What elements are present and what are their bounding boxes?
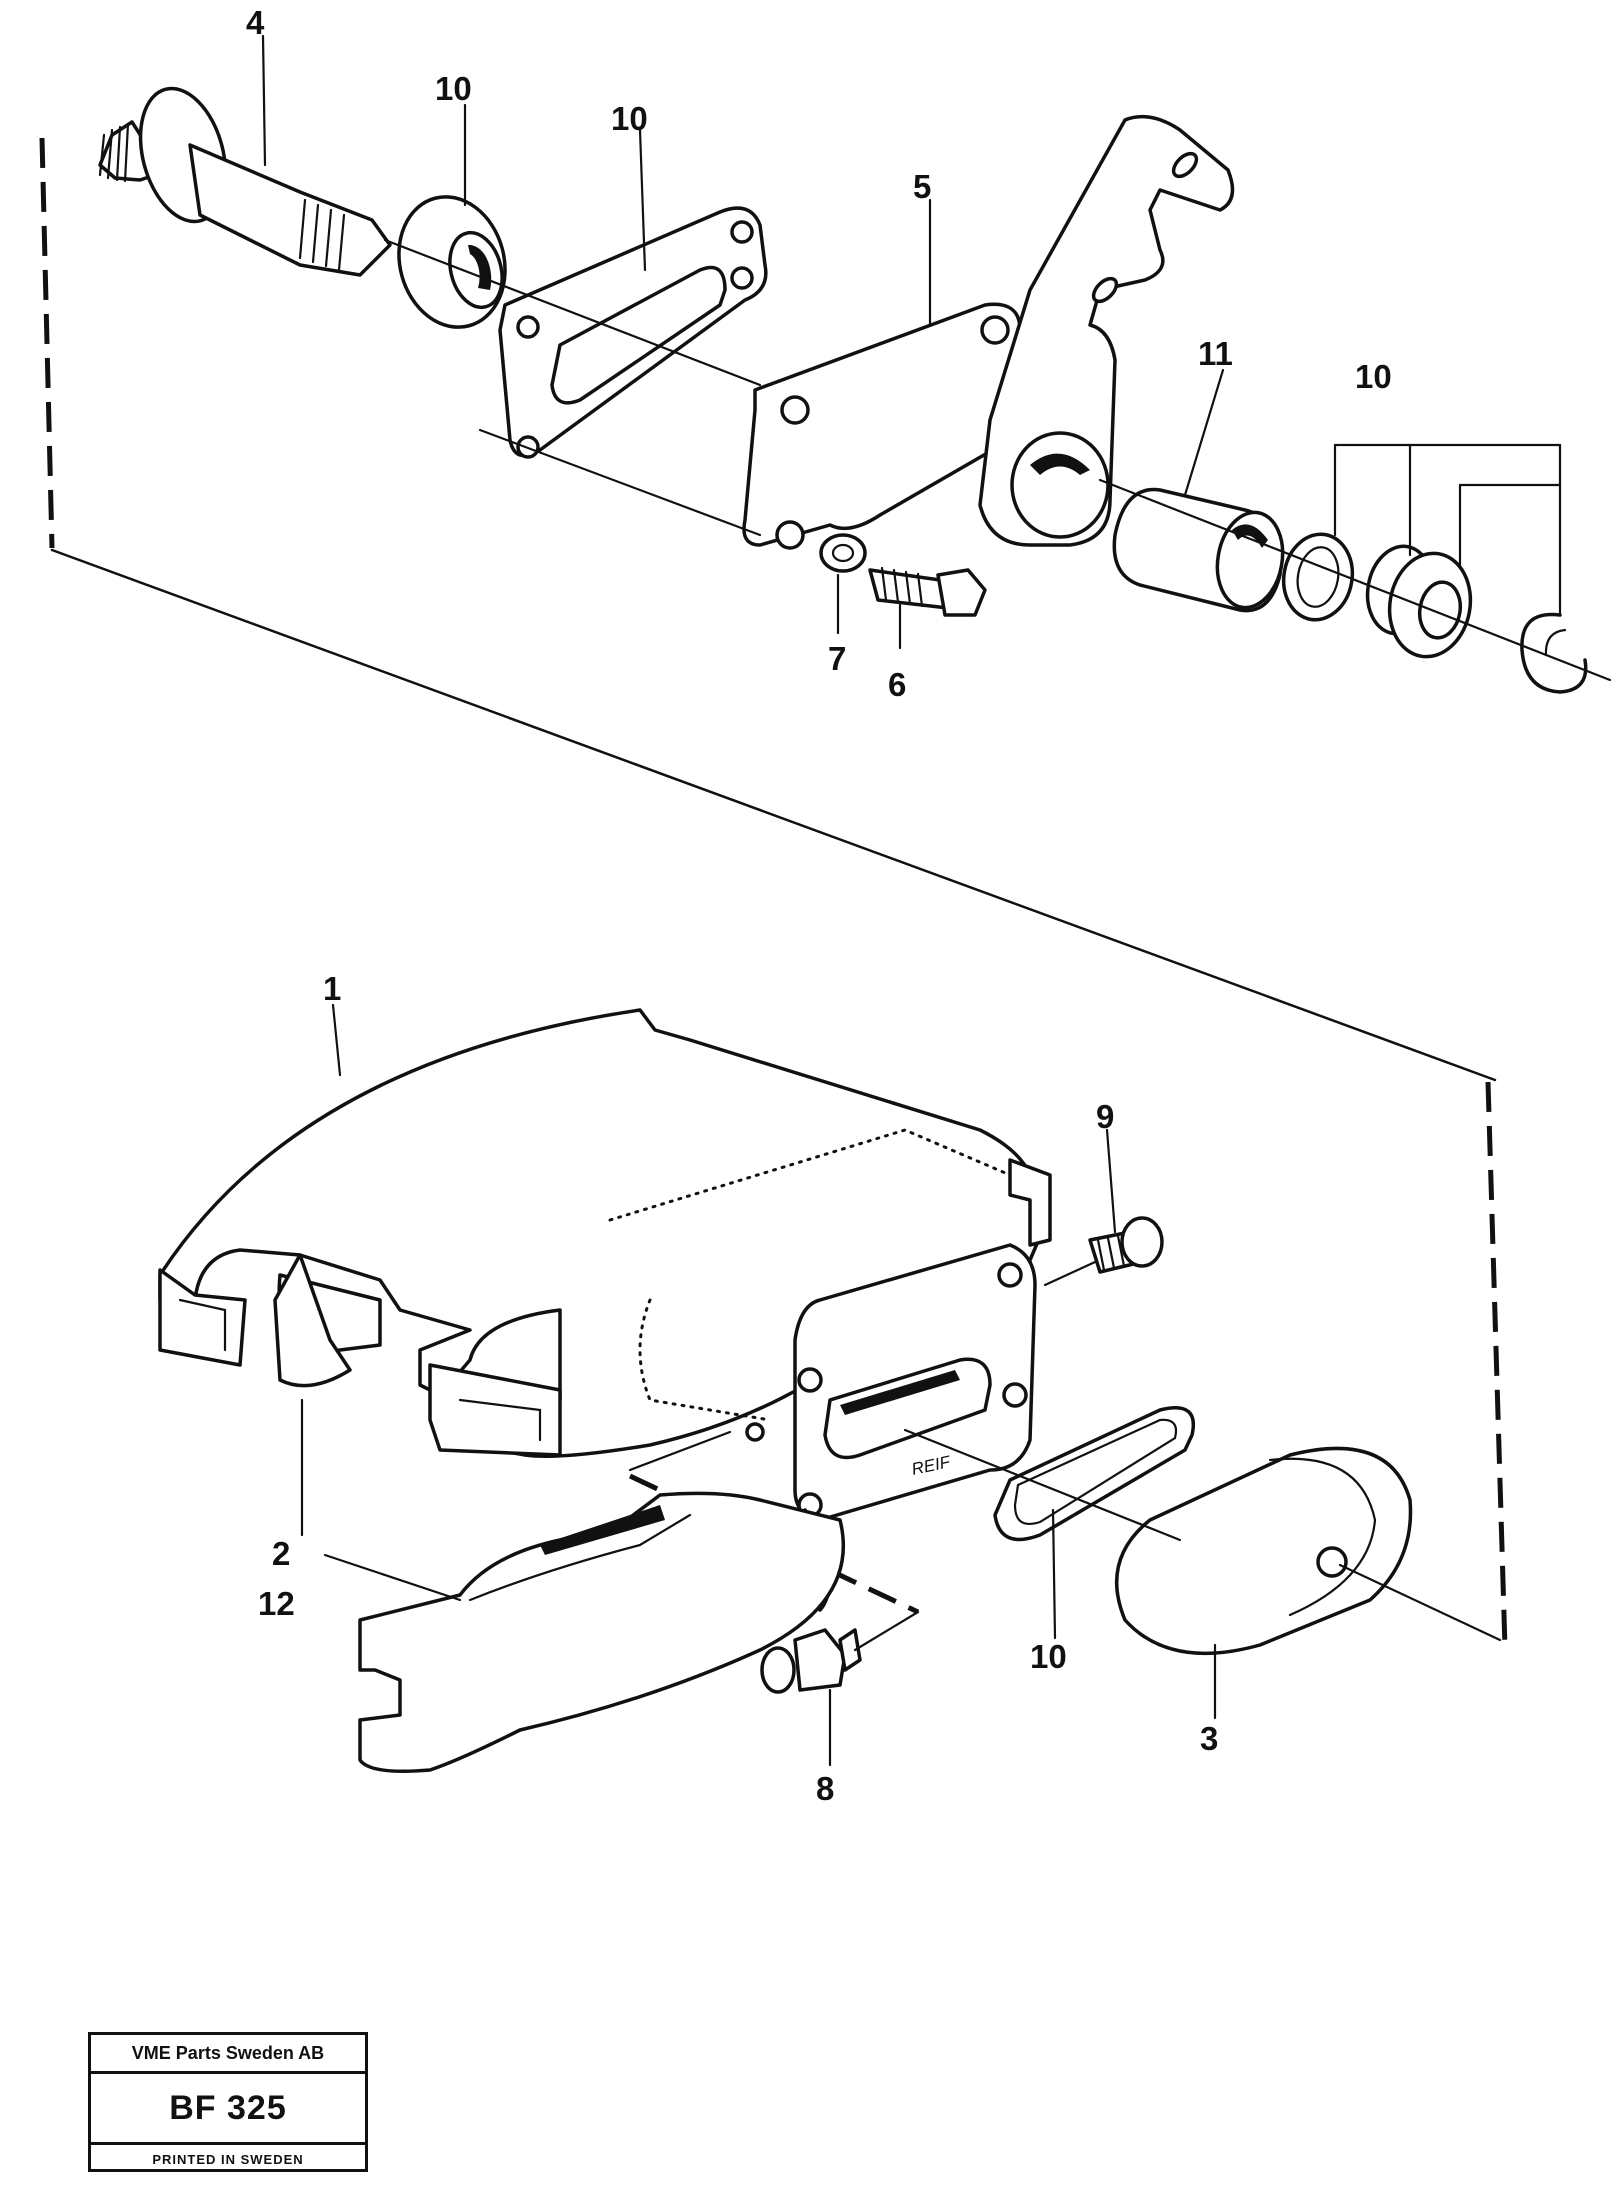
label-3: 3 xyxy=(1200,1720,1218,1757)
label-10-seal: 10 xyxy=(1030,1638,1067,1675)
grease-nipple-part-8 xyxy=(760,1628,862,1694)
title-block: VME Parts Sweden AB BF 325 PRINTED IN SW… xyxy=(88,2032,368,2172)
label-10-rings: 10 xyxy=(1355,358,1392,395)
label-7: 7 xyxy=(828,640,846,677)
gasket-plate-part-10 xyxy=(498,206,768,459)
label-8: 8 xyxy=(816,1770,834,1807)
top-axis-lines xyxy=(383,238,1612,682)
label-10-gasket: 10 xyxy=(611,100,648,137)
label-4: 4 xyxy=(246,4,265,41)
seal-ring-part-10 xyxy=(993,1406,1195,1542)
callout-labels: 4 10 10 5 11 10 7 6 1 9 2 12 10 3 8 REIF xyxy=(246,4,1392,1807)
housing-part-1 xyxy=(158,1008,1052,1612)
oval-cover-part-3 xyxy=(1114,1446,1413,1656)
printed-in-note: PRINTED IN SWEDEN xyxy=(91,2142,365,2173)
shaft-part-4 xyxy=(98,86,392,277)
bolt-part-6 xyxy=(868,566,987,617)
bottom-axis-lines xyxy=(628,1260,1502,1652)
label-1: 1 xyxy=(323,970,341,1007)
bushing-part-11 xyxy=(1112,487,1285,613)
company-name: VME Parts Sweden AB xyxy=(91,2035,365,2074)
label-12: 12 xyxy=(258,1585,295,1622)
bolt-part-9 xyxy=(1088,1216,1164,1274)
lever-bracket-part-5 xyxy=(742,114,1235,550)
label-10-washer: 10 xyxy=(435,70,472,107)
label-2: 2 xyxy=(272,1535,290,1572)
side-plate-part-2-12 xyxy=(358,1491,846,1773)
drawing-code: BF 325 xyxy=(169,2088,287,2127)
label-5: 5 xyxy=(913,168,931,205)
washer-part-10 xyxy=(397,195,507,329)
leader-lines xyxy=(261,34,1225,1767)
washer-part-7 xyxy=(819,533,867,573)
assembly-dashed-lines xyxy=(39,137,1508,1649)
label-9: 9 xyxy=(1096,1098,1114,1135)
label-6: 6 xyxy=(888,666,906,703)
ring-set-part-10 xyxy=(1281,532,1588,694)
label-11: 11 xyxy=(1198,335,1233,372)
